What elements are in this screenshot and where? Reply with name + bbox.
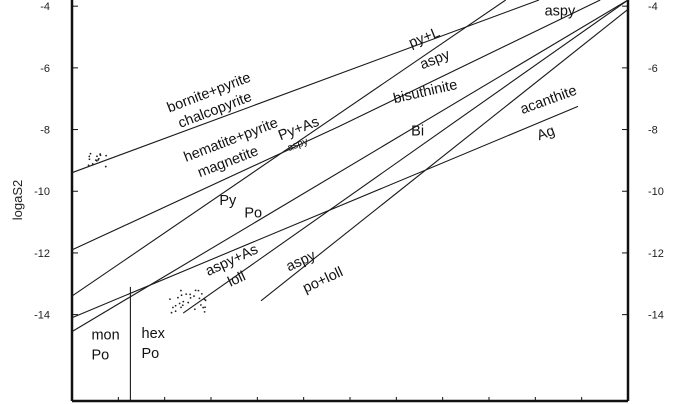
stipple-dot (189, 297, 192, 299)
stipple-dot (97, 158, 100, 161)
boundary-line (182, 0, 629, 314)
stipple-dot (180, 294, 183, 297)
stipple-dot (94, 159, 97, 161)
y-tick-label-right: -10 (648, 186, 664, 198)
stipple-dot (189, 293, 192, 296)
stipple-dot (88, 155, 91, 158)
stipple-dot (203, 298, 206, 301)
field-label: Po (91, 347, 109, 363)
stipple-dot (105, 154, 108, 157)
stipple-dot (177, 296, 179, 299)
stipple-marks (87, 152, 207, 314)
field-label: aspy (418, 47, 453, 74)
stipple-dot (96, 155, 98, 158)
field-label: aspy (284, 247, 319, 275)
stipple-dot (174, 304, 177, 307)
field-labels: bornite+pyritechalcopyritehematite+pyrit… (91, 3, 579, 363)
stipple-dot (181, 304, 184, 307)
field-label: Py (219, 193, 237, 209)
field-label: Po (244, 205, 262, 221)
stipple-dot (88, 158, 91, 161)
stipple-dot (185, 293, 188, 296)
boundary-lines (71, 0, 629, 401)
stipple-dot (174, 310, 177, 313)
y-tick-label-left: -8 (40, 125, 50, 137)
field-label: Bi (411, 124, 424, 140)
y-tick-label-left: -12 (34, 248, 50, 260)
stipple-dot (91, 163, 94, 165)
y-tick-label-left: -14 (34, 310, 50, 322)
stipple-dot (203, 310, 206, 313)
y-tick-label-left: -4 (40, 1, 50, 13)
boundary-line (71, 0, 629, 333)
stipple-dot (193, 295, 195, 297)
stipple-dot (87, 164, 90, 167)
boundary-line (71, 0, 540, 174)
stipple-dot (172, 306, 174, 309)
stipple-dot (99, 154, 102, 157)
plot-frame (70, 0, 630, 403)
y-tick-label-left: -6 (40, 63, 50, 75)
stipple-dot (200, 292, 203, 295)
field-label: po+loll (300, 264, 345, 296)
field-label: hex (142, 326, 166, 342)
field-label: loll (225, 268, 248, 290)
field-label: Po (142, 346, 160, 362)
stipple-dot (193, 308, 196, 311)
y-tick-label-left: -10 (34, 186, 50, 198)
stipple-dot (89, 152, 92, 155)
y-axis-title: logaS2 (10, 180, 25, 220)
stipple-dot (182, 300, 185, 303)
stipple-dot (187, 301, 190, 304)
y-tick-label-right: -14 (648, 310, 664, 322)
field-label: bisuthinite (392, 77, 459, 107)
stipple-dot (194, 289, 197, 292)
boundary-line (71, 105, 579, 319)
stipple-dot (204, 306, 207, 309)
y-axis-ticks: -4 -4 -6 -6 -8 -8 -10 -10 -12 -12 -14 -14 (34, 1, 664, 321)
stipple-dot (204, 299, 207, 302)
y-tick-label-right: -4 (648, 1, 658, 13)
y-tick-label-right: -6 (648, 63, 658, 75)
field-label: Ag (535, 123, 557, 144)
stipple-dot (170, 311, 173, 314)
stipple-dot (178, 302, 181, 305)
stipple-dot (180, 289, 182, 292)
boundary-line (71, 0, 507, 297)
stipple-dot (104, 165, 107, 168)
stipple-dot (180, 306, 182, 309)
boundary-line (71, 0, 601, 251)
y-tick-label-right: -12 (648, 248, 664, 260)
field-label: acanthite (518, 83, 579, 118)
stipple-dot (169, 298, 171, 301)
field-label: aspy (545, 3, 576, 19)
stipple-dot (199, 304, 202, 306)
stipple-dot (198, 297, 201, 300)
stipple-dot (202, 306, 205, 309)
field-label: mon (91, 327, 119, 343)
y-tick-label-right: -8 (648, 125, 658, 137)
boundary-line (260, 8, 629, 302)
stipple-dot (197, 289, 200, 292)
